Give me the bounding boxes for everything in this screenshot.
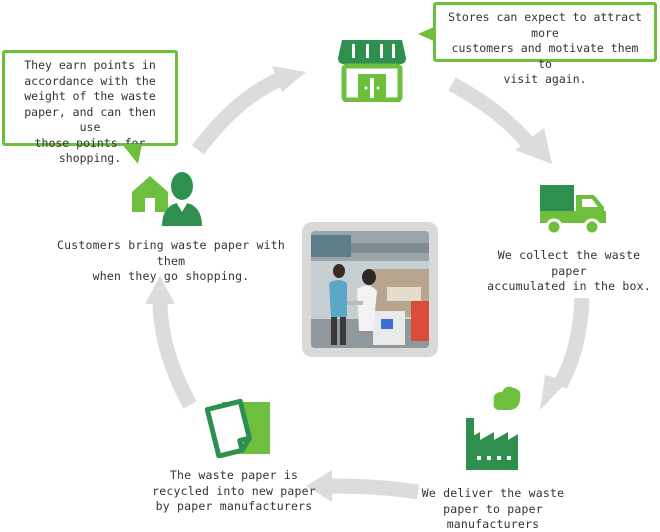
- deliver-text: We deliver the waste paper to paper manu…: [418, 486, 568, 532]
- arrowhead-customers-to-store: [272, 66, 306, 92]
- recycle-text: The waste paper is recycled into new pap…: [148, 468, 320, 515]
- recycle-line: The waste paper is: [169, 468, 299, 482]
- store-icon: [338, 40, 406, 102]
- deliver-line: paper to paper: [443, 501, 543, 516]
- customers-line: when they go shopping.: [92, 269, 250, 283]
- factory-icon: [466, 386, 521, 470]
- store-bubble-line: visit again.: [503, 72, 587, 86]
- store-bubble-line: Stores can expect to attract more: [448, 10, 642, 40]
- customers-line: Customers bring waste paper with them: [57, 238, 285, 268]
- collect-line: We collect the waste paper: [497, 248, 641, 278]
- waste-paper-collection-photo: [311, 231, 429, 348]
- customer-bubble-line: those points for shopping.: [34, 135, 146, 166]
- store-bubble-line: customers and motivate them to: [451, 41, 639, 71]
- customer-bubble-tail: [122, 144, 142, 164]
- arrowhead-store-to-collect: [515, 128, 552, 164]
- customer-bubble-line: paper, and can then use: [24, 104, 156, 135]
- paper-icon: [204, 398, 270, 458]
- photo-frame: [302, 222, 438, 357]
- deliver-line: We deliver the waste: [421, 486, 565, 500]
- store-benefit-bubble: Stores can expect to attract more custom…: [433, 2, 657, 86]
- arrowhead-recycle-to-customers: [145, 276, 175, 304]
- customer-bubble-line: weight of the waste: [24, 89, 156, 103]
- arrow-recycle-to-customers: [152, 299, 197, 409]
- arrow-deliver-to-recycle: [329, 478, 420, 500]
- arrowhead-deliver-to-recycle: [306, 470, 332, 502]
- customer-bubble-line: accordance with the: [24, 73, 156, 88]
- customer-points-bubble: They earn points in accordance with the …: [2, 50, 178, 165]
- recycle-line: by paper manufacturers: [155, 499, 313, 513]
- arrow-store-to-collect: [448, 77, 533, 147]
- arrow-customers-to-store: [191, 73, 282, 155]
- customer-bubble-line: They earn points in: [24, 58, 156, 72]
- arrowhead-collect-to-deliver: [540, 375, 568, 410]
- arrow-collect-to-deliver: [553, 297, 590, 389]
- truck-icon: [540, 185, 606, 235]
- recycle-line: recycled into new paper: [152, 483, 316, 498]
- collect-text: We collect the waste paper accumulated i…: [478, 248, 660, 295]
- customer-home-icon: [132, 172, 202, 226]
- customers-text: Customers bring waste paper with them wh…: [40, 238, 302, 285]
- store-bubble-tail: [418, 26, 436, 42]
- collect-line: accumulated in the box.: [487, 279, 651, 293]
- deliver-line: manufacturers: [446, 517, 540, 531]
